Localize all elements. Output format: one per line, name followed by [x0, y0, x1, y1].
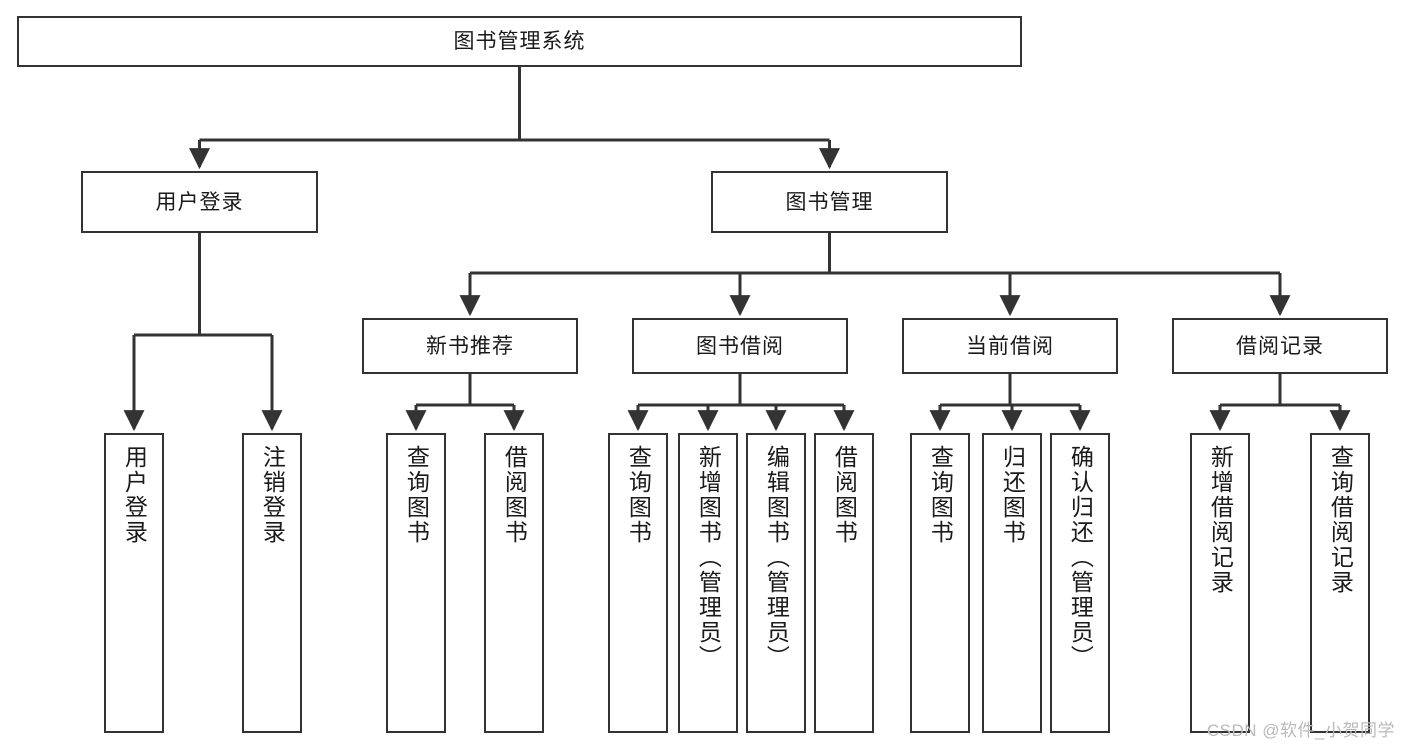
node-label: 图书管理系统: [453, 30, 586, 53]
node-user-login[interactable]: 用户登录: [81, 171, 318, 233]
leaf-node-leaf-query-book-3[interactable]: 查询图书: [910, 433, 970, 733]
leaf-node-leaf-query-book-1[interactable]: 查询图书: [386, 433, 446, 733]
node-label: 确认归还（管理员）: [1067, 445, 1094, 670]
node-label: 借阅记录: [1236, 334, 1324, 358]
node-label: 编辑图书（管理员）: [763, 445, 790, 670]
leaf-node-leaf-user-login[interactable]: 用户登录: [104, 433, 164, 733]
node-label: 图书管理: [785, 190, 874, 214]
leaf-node-leaf-user-logout[interactable]: 注销登录: [242, 433, 302, 733]
node-label: 查询借阅记录: [1327, 445, 1354, 595]
node-label: 图书借阅: [696, 334, 784, 358]
node-label: 用户登录: [121, 445, 148, 545]
leaf-node-leaf-confirm-return[interactable]: 确认归还（管理员）: [1050, 433, 1110, 733]
node-book-borrow[interactable]: 图书借阅: [632, 318, 848, 374]
node-label: 查询图书: [927, 445, 954, 545]
node-label: 新增借阅记录: [1207, 445, 1234, 595]
leaf-node-leaf-add-book[interactable]: 新增图书（管理员）: [678, 433, 738, 733]
node-book-manage[interactable]: 图书管理: [711, 171, 948, 233]
node-label: 查询图书: [625, 445, 652, 545]
node-root[interactable]: 图书管理系统: [17, 16, 1022, 67]
node-borrow-record[interactable]: 借阅记录: [1172, 318, 1388, 374]
node-label: 借阅图书: [501, 445, 528, 545]
node-label: 查询图书: [403, 445, 430, 545]
leaf-node-leaf-query-record[interactable]: 查询借阅记录: [1310, 433, 1370, 733]
leaf-node-leaf-borrow-book-2[interactable]: 借阅图书: [814, 433, 874, 733]
watermark-text: CSDN @软件_小贺同学: [1206, 721, 1395, 740]
node-new-book-recommend[interactable]: 新书推荐: [362, 318, 578, 374]
node-label: 借阅图书: [831, 445, 858, 545]
node-label: 归还图书: [999, 445, 1026, 545]
node-label: 当前借阅: [966, 334, 1054, 358]
leaf-node-leaf-return-book[interactable]: 归还图书: [982, 433, 1042, 733]
node-label: 注销登录: [259, 445, 286, 545]
node-label: 新增图书（管理员）: [695, 445, 722, 670]
leaf-node-leaf-borrow-book-1[interactable]: 借阅图书: [484, 433, 544, 733]
leaf-node-leaf-add-record[interactable]: 新增借阅记录: [1190, 433, 1250, 733]
leaf-node-leaf-edit-book[interactable]: 编辑图书（管理员）: [746, 433, 806, 733]
node-current-borrow[interactable]: 当前借阅: [902, 318, 1118, 374]
node-label: 用户登录: [155, 190, 244, 214]
leaf-node-leaf-query-book-2[interactable]: 查询图书: [608, 433, 668, 733]
node-label: 新书推荐: [426, 334, 514, 358]
